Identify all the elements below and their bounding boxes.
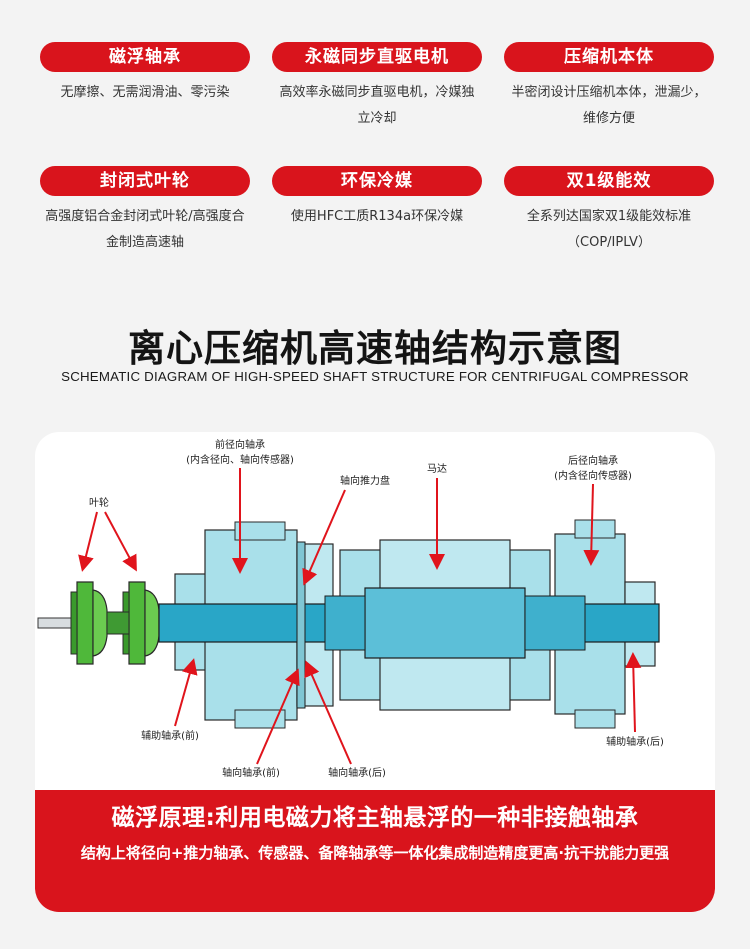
feature-desc: 高强度铝合金封闭式叶轮/高强度合金制造高速轴 (45, 209, 245, 250)
callout-arrows (78, 468, 642, 765)
feature-eco-refrigerant: 环保冷媒 使用HFC工质R134a环保冷媒 (272, 166, 482, 230)
arrow-rear-radial-bearing (583, 483, 600, 566)
feature-compressor-body: 压缩机本体 半密闭设计压缩机本体，泄漏少，维修方便 (504, 42, 714, 132)
arrow-thrust-disc (302, 489, 346, 586)
label-thrust-disc: 轴向推力盘 (340, 474, 390, 487)
label-front-radial-bearing: 前径向轴承 (215, 438, 265, 451)
impeller-right (122, 581, 160, 665)
feature-title: 封闭式叶轮 (40, 166, 250, 196)
arrow-aux-bearing-rear (625, 652, 642, 733)
feature-pm-motor: 永磁同步直驱电机 高效率永磁同步直驱电机，冷媒独立冷却 (272, 42, 482, 132)
feature-energy-efficiency: 双1级能效 全系列达国家双1级能效标准（COP/IPLV） (504, 166, 714, 256)
arrow-impeller-right (104, 511, 137, 572)
feature-title: 压缩机本体 (504, 42, 714, 72)
banner-title: 磁浮原理:利用电磁力将主轴悬浮的一种非接触轴承 (111, 805, 639, 831)
feature-title: 双1级能效 (504, 166, 714, 196)
banner-desc: 结构上将径向+推力轴承、传感器、备降轴承等一体化集成制造精度更高·抗干扰能力更强 (80, 844, 670, 862)
arrow-impeller-left (78, 511, 98, 572)
section-title: 离心压缩机高速轴结构示意图 (128, 327, 622, 370)
label-rear-radial-bearing: 后径向轴承 (568, 454, 618, 467)
label-axial-bearing-front: 轴向轴承(前) (222, 766, 280, 779)
feature-title: 磁浮轴承 (40, 42, 250, 72)
shaft-structure-diagram: 叶轮 前径向轴承 (内含径向、轴向传感器) 轴向推力盘 马达 后径向轴承 (内含… (37, 438, 664, 779)
feature-title: 环保冷媒 (272, 166, 482, 196)
diagram-card: 叶轮 前径向轴承 (内含径向、轴向传感器) 轴向推力盘 马达 后径向轴承 (内含… (35, 432, 715, 912)
label-axial-bearing-rear: 轴向轴承(后) (328, 766, 386, 779)
thrust-disc (296, 541, 306, 709)
feature-desc: 全系列达国家双1级能效标准（COP/IPLV） (526, 209, 692, 250)
arrow-axial-bearing-rear (304, 660, 352, 765)
feature-maglev-bearing: 磁浮轴承 无摩擦、无需润滑油、零污染 (40, 42, 250, 106)
feature-desc: 半密闭设计压缩机本体，泄漏少，维修方便 (511, 85, 707, 126)
feature-closed-impeller: 封闭式叶轮 高强度铝合金封闭式叶轮/高强度合金制造高速轴 (40, 166, 250, 256)
impeller-hub (106, 611, 130, 635)
feature-desc: 使用HFC工质R134a环保冷媒 (290, 209, 464, 224)
feature-desc: 无摩擦、无需润滑油、零污染 (60, 85, 230, 100)
arrow-aux-bearing-front (174, 658, 198, 727)
main-shaft (158, 587, 660, 659)
impeller-left (70, 581, 108, 665)
label-motor: 马达 (427, 463, 447, 475)
feature-desc: 高效率永磁同步直驱电机，冷媒独立冷却 (279, 85, 475, 126)
label-rear-radial-bearing-note: (内含径向传感器) (554, 469, 632, 482)
label-aux-bearing-front: 辅助轴承(前) (141, 729, 199, 742)
label-aux-bearing-rear: 辅助轴承(后) (606, 735, 664, 748)
section-subtitle: SCHEMATIC DIAGRAM OF HIGH-SPEED SHAFT ST… (61, 369, 689, 384)
label-impeller: 叶轮 (89, 496, 109, 509)
label-front-radial-bearing-note: (内含径向、轴向传感器) (186, 453, 294, 466)
arrow-axial-bearing-front (256, 668, 300, 765)
principle-banner: 磁浮原理:利用电磁力将主轴悬浮的一种非接触轴承 结构上将径向+推力轴承、传感器、… (35, 790, 715, 912)
feature-title: 永磁同步直驱电机 (272, 42, 482, 72)
